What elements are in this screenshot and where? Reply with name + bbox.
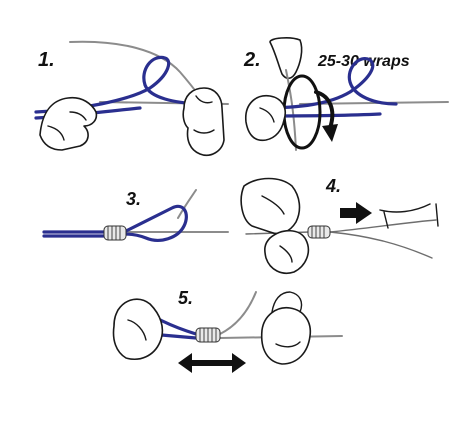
step-3-monofilament bbox=[119, 189, 229, 233]
step-2-panel: 2. 25-30 wraps bbox=[243, 37, 449, 151]
step-3-wraps bbox=[103, 225, 127, 241]
step-4-wraps bbox=[307, 225, 331, 239]
step-4-right-hand bbox=[379, 203, 439, 229]
step-2-rotation-path bbox=[282, 74, 322, 150]
step-5-number: 5. bbox=[178, 288, 193, 308]
step-1-panel: 1. bbox=[34, 40, 229, 156]
step-3-number: 3. bbox=[126, 189, 141, 209]
step-2-braid-loop bbox=[260, 57, 398, 110]
step-1-left-hand bbox=[39, 96, 98, 151]
step-5-panel: 5. bbox=[112, 288, 343, 373]
step-1-right-hand bbox=[182, 87, 225, 156]
step-3-panel: 3. bbox=[42, 189, 229, 242]
step-2-monofilament bbox=[285, 69, 449, 151]
step-4-number: 4. bbox=[325, 176, 341, 196]
step-2-left-hand bbox=[245, 95, 286, 142]
double-headed-arrow-icon bbox=[178, 353, 246, 373]
step-2-wraps-note: 25-30 wraps bbox=[317, 53, 410, 70]
rotation-arrow-icon bbox=[314, 90, 338, 142]
step-1-number: 1. bbox=[38, 49, 55, 71]
step-2-top-hand bbox=[269, 37, 303, 80]
pull-right-arrow-icon bbox=[340, 202, 372, 224]
step-2-number: 2. bbox=[243, 49, 261, 71]
step-5-left-hand bbox=[112, 298, 164, 360]
step-4-lower-hand bbox=[264, 229, 310, 274]
step-4-line-right-a bbox=[329, 231, 433, 259]
step-1-braid-loop bbox=[34, 55, 202, 114]
step-3-braid-loop bbox=[122, 204, 188, 242]
step-4-left-hand bbox=[240, 177, 301, 235]
step-5-wraps bbox=[195, 327, 221, 343]
step-4-panel: 4. bbox=[240, 176, 439, 274]
step-5-right-hand bbox=[260, 291, 312, 365]
step-4-line-right-b bbox=[329, 219, 437, 233]
